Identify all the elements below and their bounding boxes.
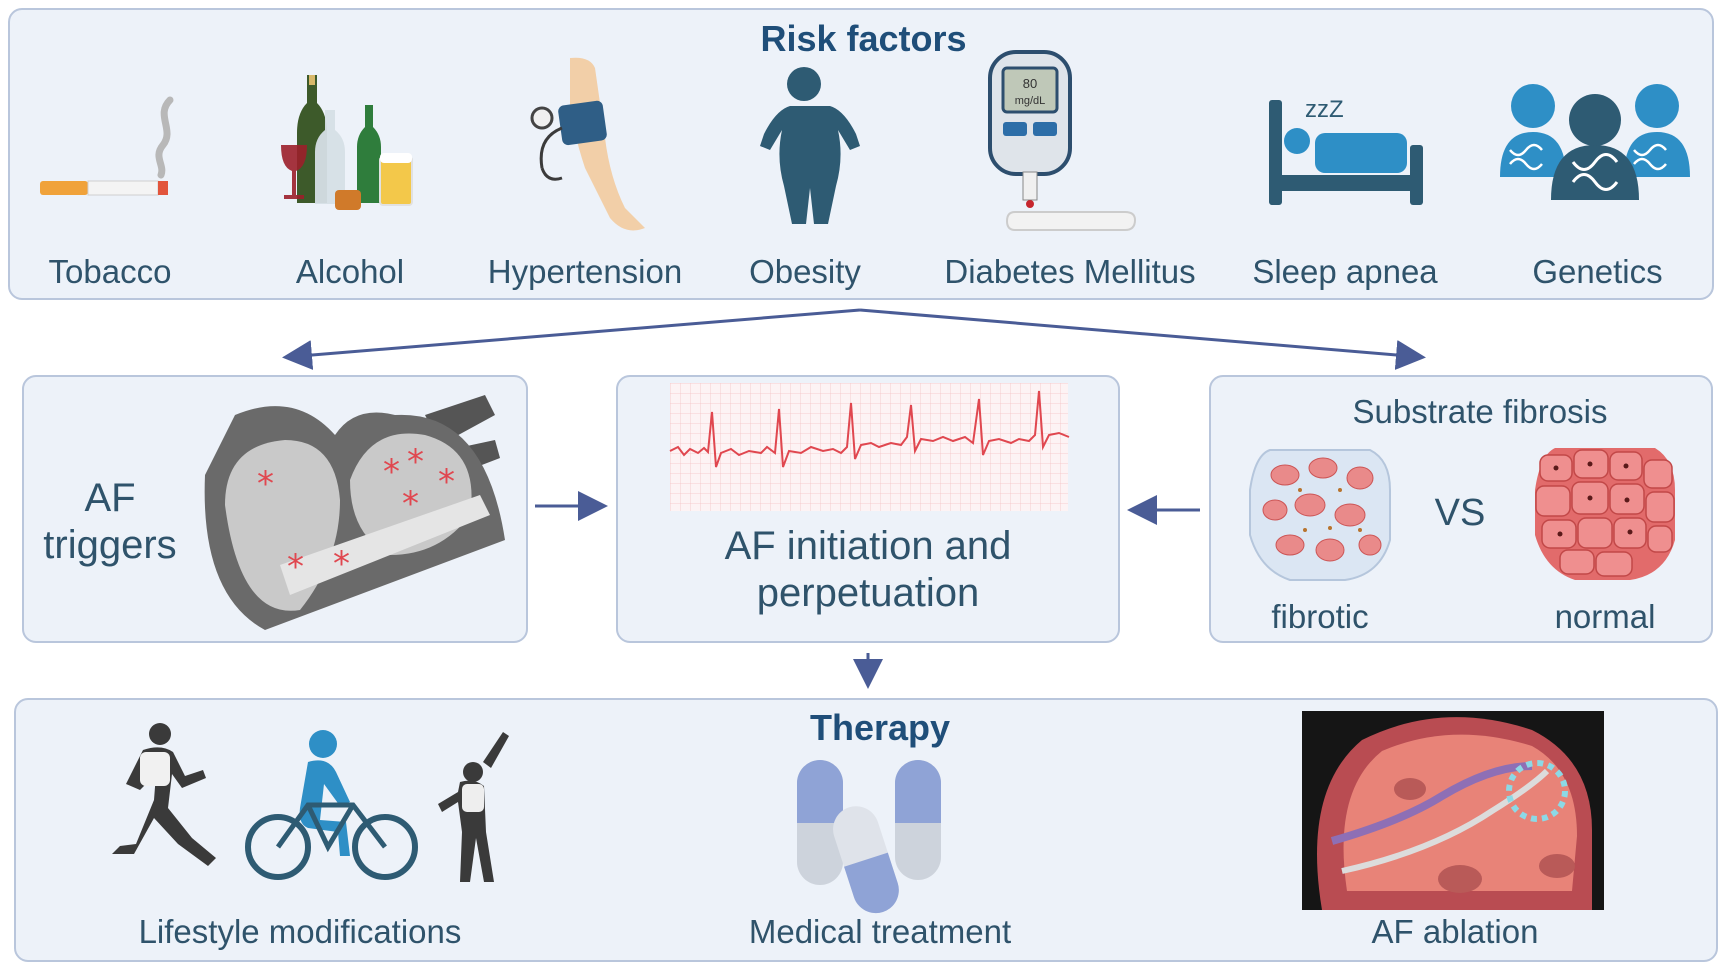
arrow-to-substrate — [859, 308, 1426, 370]
risk-label-sleep-apnea: Sleep apnea — [1252, 253, 1438, 290]
sleep-zzz: zzZ — [1305, 96, 1344, 123]
glucometer-reading: 80 — [1023, 76, 1037, 91]
af-initiation-label: AF initiation and perpetuation — [616, 523, 1120, 617]
trigger-asterisk: * — [287, 547, 304, 587]
people-dna-icon — [1500, 84, 1690, 200]
therapy-label-ablation: AF ablation — [1371, 913, 1539, 950]
person-in-bed-icon: zzZ — [1269, 96, 1423, 205]
af-initiation-line2: perpetuation — [756, 571, 980, 616]
af-triggers-label: AF triggers — [30, 475, 190, 569]
glucometer-icon: 80 mg/dL — [988, 50, 1137, 231]
pills-icon — [797, 760, 941, 914]
risk-label-hypertension: Hypertension — [487, 253, 683, 290]
risk-label-diabetes: Diabetes Mellitus — [944, 253, 1196, 290]
risk-label-genetics: Genetics — [1532, 253, 1663, 290]
substrate-title: Substrate fibrosis — [1352, 393, 1608, 430]
obese-person-icon — [760, 67, 860, 224]
therapy-title: Therapy — [809, 707, 951, 748]
ablation-catheter-icon — [1302, 711, 1604, 910]
normal-tissue-icon — [1535, 448, 1675, 580]
alcohol-bottles-icon — [281, 75, 413, 210]
af-initiation-line1: AF initiation and — [724, 524, 1012, 568]
trigger-asterisk: * — [383, 452, 400, 492]
cigarette-icon — [40, 96, 174, 196]
substrate-fibrotic-label: fibrotic — [1271, 598, 1369, 635]
therapy-label-lifestyle: Lifestyle modifications — [138, 913, 462, 950]
trigger-asterisk: * — [333, 544, 350, 584]
therapy-label-medical: Medical treatment — [748, 913, 1012, 950]
fibrotic-tissue-icon — [1249, 449, 1391, 581]
blood-pressure-cuff-icon — [530, 57, 645, 231]
ecg-strip — [669, 383, 1070, 511]
trigger-asterisk: * — [407, 442, 424, 482]
risk-factors-title: Risk factors — [760, 18, 967, 59]
substrate-normal-label: normal — [1554, 598, 1656, 635]
risk-label-tobacco: Tobacco — [48, 253, 172, 290]
arrow-to-triggers — [282, 308, 861, 370]
glucometer-unit: mg/dL — [1015, 95, 1046, 107]
heart-atria-icon: * * * * * * * — [204, 395, 505, 630]
trigger-asterisk: * — [257, 464, 274, 504]
risk-label-obesity: Obesity — [749, 253, 861, 290]
substrate-vs: VS — [1434, 492, 1486, 534]
exercise-people-icon — [112, 723, 509, 882]
risk-label-alcohol: Alcohol — [295, 253, 405, 290]
af-triggers-line1: AF — [84, 476, 136, 520]
af-triggers-line2: triggers — [43, 523, 177, 568]
trigger-asterisk: * — [438, 462, 455, 502]
trigger-asterisk: * — [402, 484, 419, 524]
